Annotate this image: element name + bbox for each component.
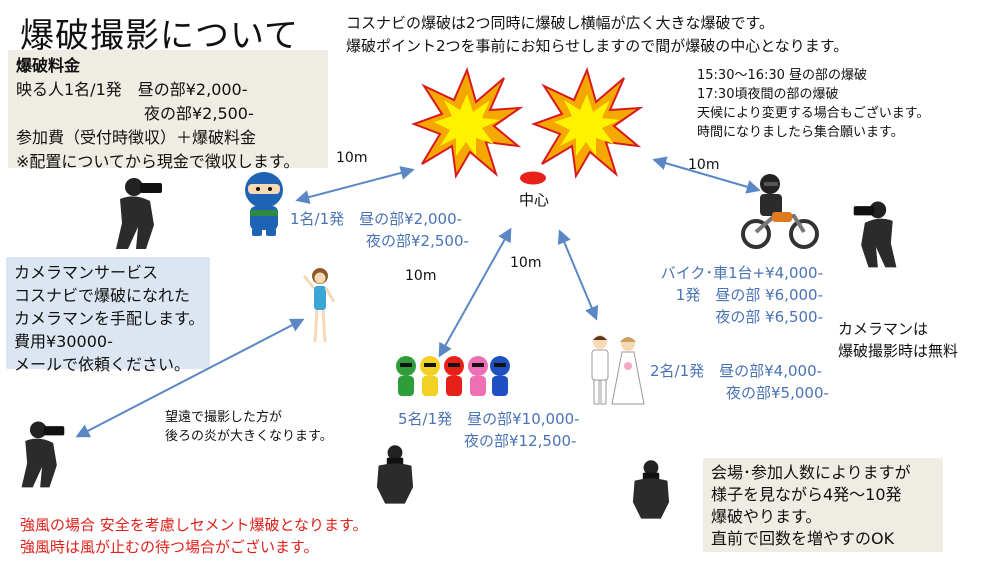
cameraman-icon bbox=[376, 445, 414, 504]
schedule-line: 天候により変更する場合もございます。 bbox=[697, 106, 930, 121]
explosion-icon bbox=[411, 67, 524, 180]
bottom-note-line: 会場･参加人数によりますが bbox=[711, 463, 911, 482]
bottom-note-line: 爆破やります。 bbox=[711, 507, 822, 526]
arrow-ninja bbox=[295, 166, 415, 204]
arrow-rangers bbox=[438, 227, 512, 358]
cameraman-icon bbox=[116, 178, 162, 249]
price-bike: バイク･車1台+¥4,000- 1発 昼の部 ¥6,000- 夜の部 ¥6,50… bbox=[645, 262, 823, 328]
distance-label-couple: 10m bbox=[510, 255, 542, 271]
ninja-icon bbox=[245, 172, 283, 236]
bottom-note-line: 直前で回数を増やすのOK bbox=[711, 529, 895, 548]
price-line: 夜の部¥5,000- bbox=[726, 384, 829, 402]
fee-line: ※配置についてから現金で徴収します。 bbox=[16, 152, 300, 171]
price-line: 夜の部 ¥6,500- bbox=[715, 308, 823, 326]
schedule-text: 15:30〜16:30 昼の部の爆破 17:30頃夜間の部の爆破 天候により変更… bbox=[697, 66, 929, 142]
distance-label-ninja: 10m bbox=[336, 150, 368, 166]
price-couple: 2名/1発 昼の部¥4,000- 夜の部¥5,000- bbox=[650, 360, 829, 404]
wind-warning-line: 強風時は風が止むの待つ場合がございます。 bbox=[20, 538, 319, 556]
price-line: 2名/1発 昼の部¥4,000- bbox=[650, 362, 823, 380]
rangers-icon bbox=[396, 356, 510, 396]
schedule-line: 17:30頃夜間の部の爆破 bbox=[697, 87, 839, 102]
arrow-bike bbox=[652, 156, 761, 194]
fee-line: 参加費（受付時徴収）＋爆破料金 bbox=[16, 128, 257, 147]
explosion-icon bbox=[531, 67, 644, 180]
price-line: 1発 昼の部 ¥6,000- bbox=[675, 286, 823, 304]
fee-line: 映る人1名/1発 昼の部¥2,000- bbox=[16, 80, 248, 99]
telephoto-tip-line: 望遠で撮影した方が bbox=[165, 410, 283, 425]
fee-box: 爆破料金 映る人1名/1発 昼の部¥2,000- 夜の部¥2,500- 参加費（… bbox=[8, 50, 328, 171]
price-line: 夜の部¥2,500- bbox=[366, 232, 469, 250]
fee-heading: 爆破料金 bbox=[16, 56, 81, 75]
couple-icon bbox=[591, 335, 645, 405]
wind-warning: 強風の場合 安全を考慮しセメント爆破となります。 強風時は風が止むの待つ場合がご… bbox=[20, 514, 368, 558]
price-line: 夜の部¥12,500- bbox=[464, 432, 577, 450]
camera-service-line: コスナビで爆破になれた bbox=[14, 286, 191, 305]
arrow-telephoto bbox=[75, 318, 305, 438]
telephoto-tip: 望遠で撮影した方が 後ろの炎が大きくなります。 bbox=[165, 408, 333, 446]
cameraman-icon bbox=[21, 421, 65, 488]
price-line: 1名/1発 昼の部¥2,000- bbox=[290, 210, 463, 228]
distance-label-bike: 10m bbox=[688, 157, 720, 173]
price-line: バイク･車1台+¥4,000- bbox=[660, 264, 823, 282]
schedule-line: 時間になりましたら集合願います。 bbox=[697, 125, 904, 140]
girl-icon bbox=[302, 268, 336, 343]
cameraman-icon bbox=[853, 201, 897, 268]
schedule-line: 15:30〜16:30 昼の部の爆破 bbox=[697, 68, 868, 83]
price-line: 5名/1発 昼の部¥10,000- bbox=[398, 410, 580, 428]
wind-warning-line: 強風の場合 安全を考慮しセメント爆破となります。 bbox=[20, 516, 368, 534]
arrow-couple bbox=[557, 229, 599, 321]
intro-line: 爆破ポイント2つを事前にお知らせしますので間が爆破の中心となります。 bbox=[346, 37, 849, 55]
biker-icon bbox=[741, 174, 819, 249]
intro-text: コスナビの爆破は2つ同時に爆破し横幅が広く大きな爆破です。 爆破ポイント2つを事… bbox=[346, 12, 848, 58]
bottom-note-box: 会場･参加人数によりますが 様子を見ながら4発〜10発 爆破やります。 直前で回… bbox=[703, 458, 943, 552]
fee-line: 夜の部¥2,500- bbox=[16, 104, 254, 123]
cameraman-free-line: カメラマンは bbox=[838, 320, 929, 338]
center-label: 中心 bbox=[519, 191, 550, 209]
page-title: 爆破撮影について bbox=[20, 16, 299, 56]
center-dot bbox=[520, 171, 546, 185]
bottom-note-line: 様子を見ながら4発〜10発 bbox=[711, 485, 902, 504]
telephoto-tip-line: 後ろの炎が大きくなります。 bbox=[165, 429, 333, 444]
price-ninja: 1名/1発 昼の部¥2,000- 夜の部¥2,500- bbox=[290, 208, 469, 252]
cameraman-icon bbox=[632, 460, 670, 519]
cameraman-free-note: カメラマンは 爆破撮影時は無料 bbox=[838, 318, 958, 362]
intro-line: コスナビの爆破は2つ同時に爆破し横幅が広く大きな爆破です。 bbox=[346, 14, 775, 32]
cameraman-free-line: 爆破撮影時は無料 bbox=[838, 342, 959, 360]
camera-service-line: カメラマンサービス bbox=[14, 263, 159, 282]
distance-label-rangers: 10m bbox=[405, 268, 437, 284]
price-rangers: 5名/1発 昼の部¥10,000- 夜の部¥12,500- bbox=[398, 408, 580, 452]
